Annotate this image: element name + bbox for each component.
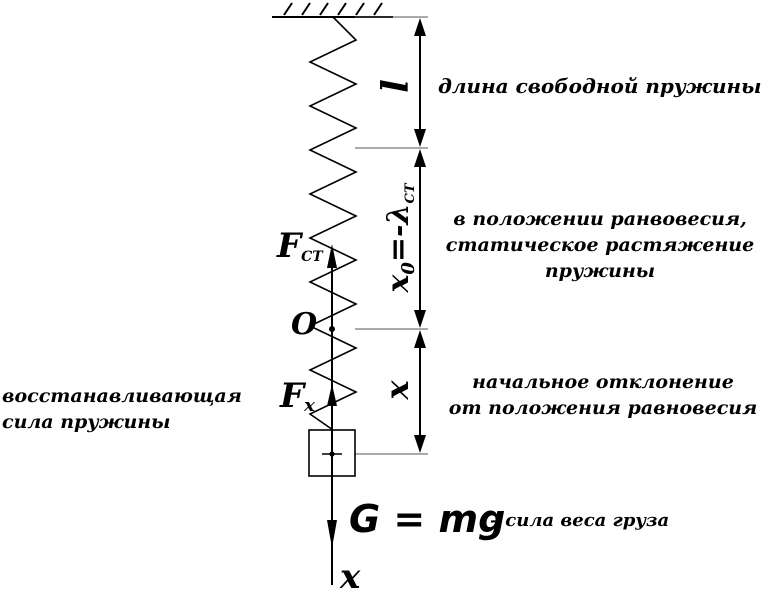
weight-arrowhead — [327, 520, 337, 548]
ceiling-support — [272, 2, 393, 18]
f-x-arrowhead — [327, 384, 337, 406]
static-extension-symbol: x0=-λСТ — [381, 182, 419, 293]
origin-label: O — [291, 307, 317, 342]
free-length-symbol: l — [375, 79, 417, 93]
weight-description: – сила веса груза — [490, 510, 669, 531]
spring-coil — [308, 16, 358, 431]
free-length-description: длина свободной пружины — [438, 74, 761, 98]
deflection-description-line1: начальное отклонение — [472, 371, 734, 393]
f-static-label: FСТ — [276, 226, 324, 266]
deflection-description-line2: от положения равновесия — [449, 397, 757, 419]
f-static-arrowhead — [327, 244, 337, 268]
static-description-line3: пружины — [545, 260, 655, 282]
static-description-line1: в положении ранвовесия, — [453, 208, 746, 230]
dimension-lines — [414, 18, 426, 453]
restoring-force-line2: сила пружины — [2, 411, 171, 433]
f-x-label: Fx — [279, 376, 315, 416]
level-guides — [355, 16, 428, 455]
mass-center-point — [329, 451, 335, 457]
arrows — [327, 244, 337, 548]
axis-x-label: x — [339, 557, 361, 597]
static-description-line2: статическое растяжение — [446, 234, 754, 256]
deflection-symbol: x — [378, 380, 416, 401]
restoring-force-line1: восстанавливающая — [2, 385, 242, 407]
weight-formula: G = mg — [349, 497, 505, 541]
origin-point — [329, 326, 335, 332]
